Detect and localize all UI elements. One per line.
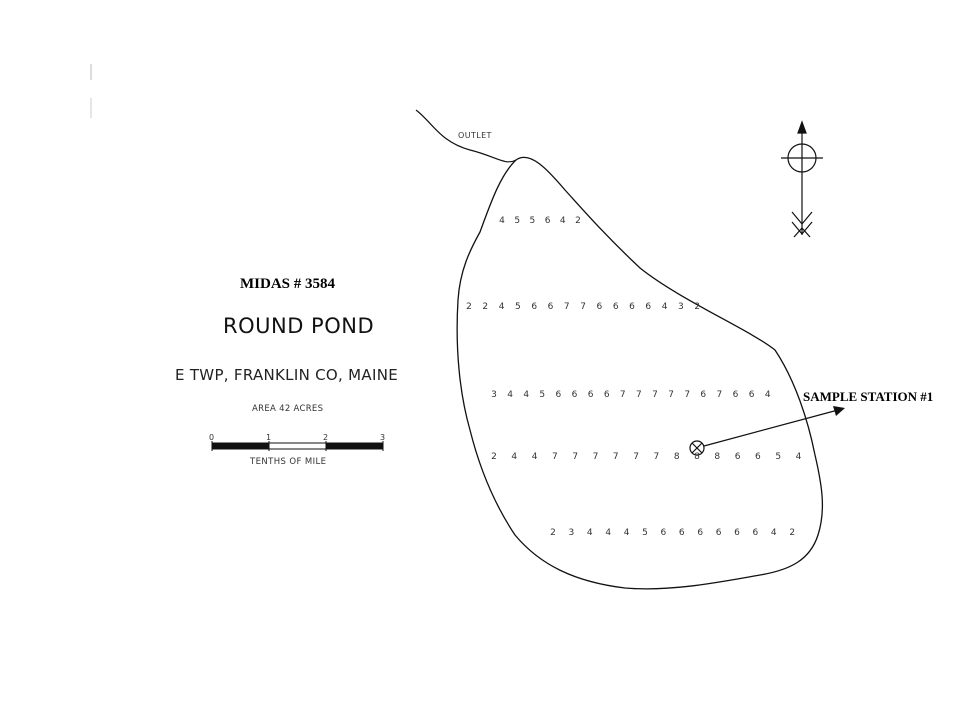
scale-tick-label: 1 [266, 433, 272, 442]
depth-value: 7 [684, 390, 691, 400]
depth-value: 4 [498, 302, 505, 312]
depth-value: 6 [645, 302, 652, 312]
depth-value: 8 [694, 452, 700, 462]
pond-shoreline [456, 156, 824, 590]
depth-value: 6 [734, 452, 741, 462]
depth-value: 7 [612, 452, 619, 462]
depth-value: 5 [514, 216, 521, 226]
depth-value: 6 [571, 390, 578, 400]
depth-value: 2 [694, 302, 701, 312]
outlet-stream [415, 109, 517, 163]
depth-value: 7 [619, 390, 626, 400]
sample-station-label: SAMPLE STATION #1 [803, 389, 934, 404]
depth-value: 4 [661, 302, 668, 312]
scale-tick-label: 2 [323, 433, 329, 442]
depth-value: 4 [605, 528, 612, 538]
depth-value: 3 [491, 390, 497, 400]
depth-value: 6 [678, 528, 685, 538]
depth-value: 6 [531, 302, 538, 312]
depth-value: 6 [587, 390, 594, 400]
depth-value: 7 [668, 390, 674, 400]
depth-value: 6 [544, 216, 551, 226]
depth-value: 6 [752, 528, 759, 538]
depth-value: 4 [531, 452, 538, 462]
depth-value: 5 [515, 302, 521, 312]
depth-value: 2 [491, 452, 497, 462]
depth-value: 6 [603, 390, 610, 400]
station-pointer-line [703, 409, 839, 447]
depth-value: 5 [529, 216, 536, 226]
depth-value: 6 [755, 452, 761, 462]
scale-tick-label: 0 [209, 433, 215, 442]
north-arrow [781, 120, 823, 238]
depth-value: 4 [499, 216, 505, 226]
depth-value: 6 [612, 302, 619, 312]
depth-value: 6 [748, 390, 755, 400]
depth-value: 7 [716, 390, 723, 400]
depth-value: 8 [714, 452, 721, 462]
depth-value: 6 [629, 302, 635, 312]
depth-value: 6 [547, 302, 554, 312]
depth-value: 4 [586, 528, 593, 538]
depth-value: 2 [550, 528, 556, 538]
scale-unit: TENTHS OF MILE [250, 457, 327, 467]
depth-value: 6 [660, 528, 667, 538]
midas-id: MIDAS # 3584 [240, 276, 336, 292]
depth-value: 4 [559, 216, 566, 226]
depth-value: 6 [732, 390, 739, 400]
depth-value: 3 [568, 528, 575, 538]
depth-value: 7 [592, 452, 599, 462]
outlet-label: OUTLET [458, 131, 492, 140]
depth-value: 4 [623, 528, 630, 538]
pond-area: AREA 42 ACRES [252, 404, 324, 414]
depth-value: 7 [580, 302, 586, 312]
depth-value: 7 [633, 452, 639, 462]
scale-tick-label: 3 [380, 433, 386, 442]
depth-value: 6 [596, 302, 603, 312]
pond-name: ROUND POND [223, 314, 375, 338]
depth-value: 4 [770, 528, 777, 538]
depth-value: 7 [636, 390, 642, 400]
sample-station-marker [689, 440, 705, 456]
depth-value: 6 [555, 390, 562, 400]
pond-location: E TWP, FRANKLIN CO, MAINE [175, 366, 398, 384]
depth-value: 4 [507, 390, 513, 400]
depth-value: 2 [789, 528, 796, 538]
depth-value: 6 [715, 528, 722, 538]
depth-value: 2 [482, 302, 489, 312]
depth-value: 7 [572, 452, 579, 462]
depth-value: 4 [795, 452, 802, 462]
depth-value: 6 [734, 528, 740, 538]
depth-value: 7 [563, 302, 570, 312]
depth-value: 7 [653, 452, 660, 462]
station-pointer-arrowhead [833, 406, 845, 416]
depth-value: 6 [700, 390, 707, 400]
depth-value: 2 [466, 302, 472, 312]
scale-bar [211, 441, 384, 451]
depth-value: 4 [511, 452, 518, 462]
depth-value: 3 [678, 302, 684, 312]
depth-value: 5 [642, 528, 648, 538]
depth-value: 4 [523, 390, 530, 400]
depth-value: 8 [673, 452, 680, 462]
depth-value: 7 [552, 452, 558, 462]
depth-value: 5 [775, 452, 782, 462]
depth-value: 4 [764, 390, 771, 400]
depth-value: 5 [539, 390, 546, 400]
depth-value: 7 [652, 390, 658, 400]
depth-value: 6 [697, 528, 704, 538]
depth-value: 2 [575, 216, 581, 226]
